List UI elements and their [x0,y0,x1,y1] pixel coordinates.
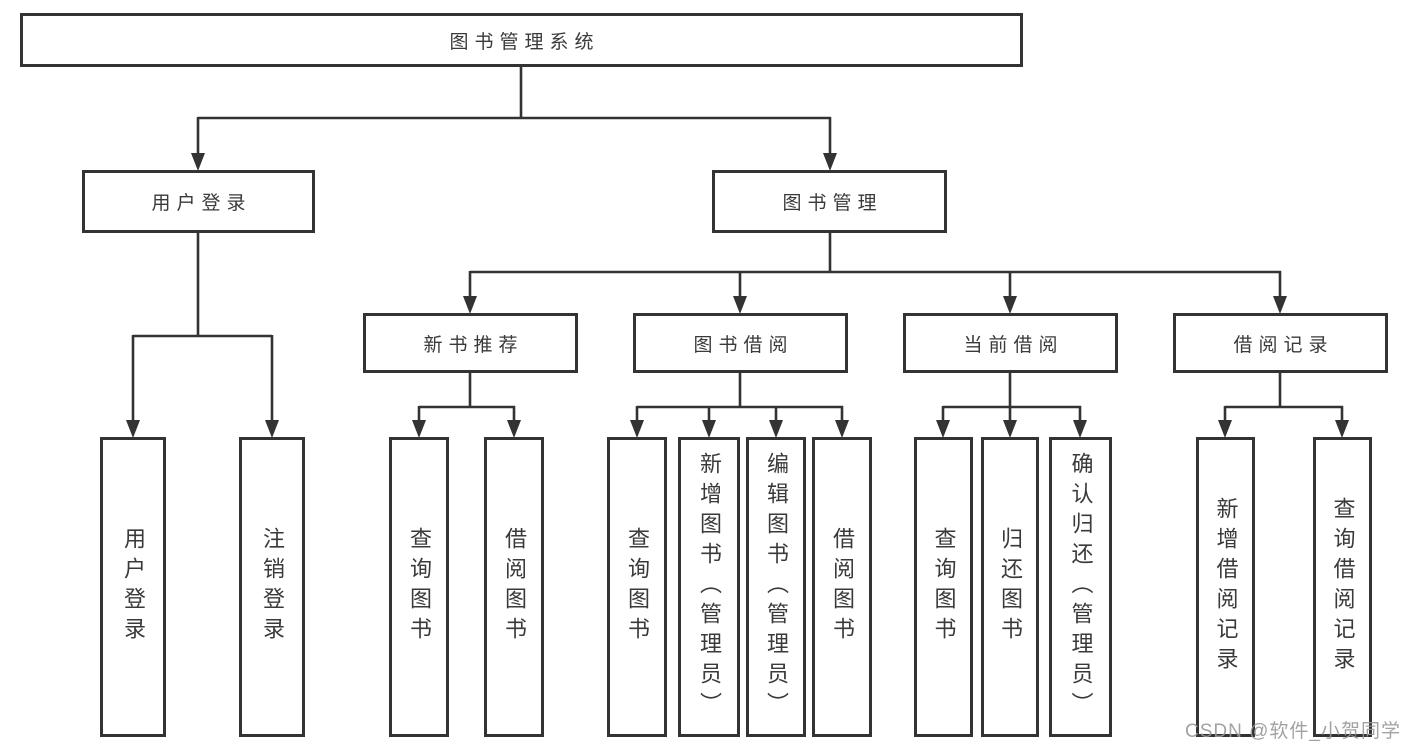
leaf-current-query-books: 查询图书 [914,437,973,737]
leaf-label: 注销登录 [260,527,285,647]
leaf-label: 借阅图书 [502,527,527,647]
leaf-edit-books-admin: 编辑图书（管理员） [746,437,806,737]
leaf-add-borrow-record: 新增借阅记录 [1196,437,1255,737]
leaf-recommend-query-books: 查询图书 [389,437,449,737]
node-borrow-records: 借阅记录 [1173,313,1388,373]
node-label: 新书推荐 [423,334,524,356]
node-label: 图书管理 [782,193,883,214]
leaf-query-borrow-record: 查询借阅记录 [1313,437,1372,737]
leaf-return-books: 归还图书 [981,437,1039,737]
leaf-add-books-admin: 新增图书（管理员） [678,437,740,737]
leaf-label: 用户登录 [121,527,146,647]
leaf-label: 借阅图书 [830,527,855,647]
leaf-borrow-query-books: 查询图书 [607,437,667,737]
node-label: 用户登录 [151,193,252,214]
node-label: 图书管理系统 [449,31,600,53]
node-label: 图书借阅 [693,334,794,356]
leaf-label: 新增借阅记录 [1213,497,1239,677]
leaf-label: 编辑图书（管理员） [764,452,789,722]
node-label: 借阅记录 [1233,334,1334,356]
leaf-label: 查询图书 [625,527,650,647]
leaf-label: 查询图书 [931,527,957,647]
leaf-user-login: 用户登录 [100,437,166,737]
leaf-recommend-borrow-books: 借阅图书 [484,437,544,737]
leaf-borrow-books: 借阅图书 [812,437,872,737]
csdn-watermark: CSDN @软件_小贺同学 [1185,721,1401,742]
leaf-label: 新增图书（管理员） [697,452,722,722]
leaf-label: 归还图书 [998,527,1023,647]
node-user-login: 用户登录 [82,170,315,233]
leaf-label: 查询借阅记录 [1330,497,1356,677]
node-new-book-recommend: 新书推荐 [363,313,578,373]
node-book-management-system: 图书管理系统 [20,13,1023,67]
node-label: 当前借阅 [963,334,1064,356]
leaf-confirm-return-admin: 确认归还（管理员） [1049,437,1112,737]
leaf-label: 确认归还（管理员） [1068,452,1094,722]
leaf-logout: 注销登录 [239,437,305,737]
leaf-label: 查询图书 [407,527,432,647]
node-current-borrow: 当前借阅 [903,313,1118,373]
node-book-management: 图书管理 [712,170,947,233]
node-book-borrow: 图书借阅 [633,313,848,373]
